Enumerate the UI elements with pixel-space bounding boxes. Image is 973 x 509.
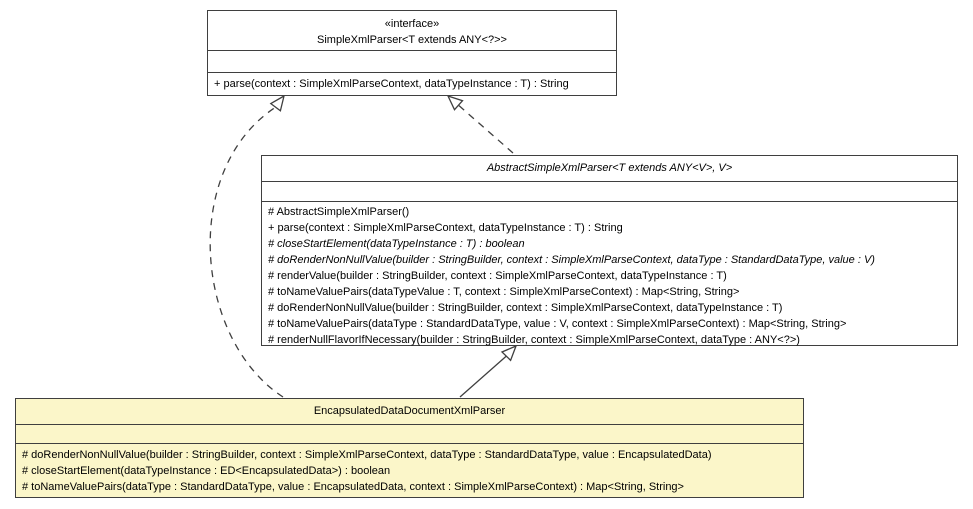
abstract-class-box: AbstractSimpleXmlParser<T extends ANY<V>… [261,155,958,346]
generalization-arrowhead-concrete-to-abstract [500,344,518,362]
abstract-attributes-compartment [262,181,957,201]
concrete-methods-compartment: # doRenderNonNullValue(builder : StringB… [16,443,803,498]
method-entry: # closeStartElement(dataTypeInstance : T… [268,238,525,250]
method-entry: # toNameValuePairs(dataType : StandardDa… [22,481,684,493]
method-entry: # renderValue(builder : StringBuilder, c… [268,270,727,282]
generalization-edge-concrete-to-abstract [459,355,507,398]
method-entry: + parse(context : SimpleXmlParseContext,… [268,222,623,234]
concrete-attributes-compartment [16,424,803,443]
method-entry: # AbstractSimpleXmlParser() [268,206,410,218]
abstract-title-compartment: AbstractSimpleXmlParser<T extends ANY<V>… [262,156,957,181]
method-entry: # doRenderNonNullValue(builder : StringB… [22,449,712,461]
realization-arrowhead-abstract-to-interface [446,94,464,111]
concrete-class-name: EncapsulatedDataDocumentXmlParser [313,405,506,417]
realization-arrowhead-concrete-to-interface [269,94,285,112]
interface-methods-compartment: + parse(context : SimpleXmlParseContext,… [208,72,616,96]
abstract-methods-compartment: # AbstractSimpleXmlParser() + parse(cont… [262,201,957,346]
concrete-title-compartment: EncapsulatedDataDocumentXmlParser [16,399,803,424]
method-entry: # toNameValuePairs(dataType : StandardDa… [268,318,847,330]
method-entry: # toNameValuePairs(dataTypeValue : T, co… [268,286,740,298]
concrete-class-box: EncapsulatedDataDocumentXmlParser # doRe… [15,398,804,498]
interface-stereotype: «interface» [384,18,440,30]
interface-attributes-compartment [208,50,616,72]
interface-class-name: SimpleXmlParser<T extends ANY<?>> [317,34,507,46]
method-entry: # closeStartElement(dataTypeInstance : E… [22,465,391,477]
realization-edge-abstract-to-interface [458,104,514,154]
interface-title-compartment: «interface» SimpleXmlParser<T extends AN… [208,11,616,50]
interface-class-box: «interface» SimpleXmlParser<T extends AN… [207,10,617,96]
abstract-class-name: AbstractSimpleXmlParser<T extends ANY<V>… [486,162,733,174]
method-entry: # doRenderNonNullValue(builder : StringB… [268,302,783,314]
method-entry: # doRenderNonNullValue(builder : StringB… [268,254,875,266]
method-entry: # renderNullFlavorIfNecessary(builder : … [268,334,800,346]
method-entry: + parse(context : SimpleXmlParseContext,… [214,78,569,90]
